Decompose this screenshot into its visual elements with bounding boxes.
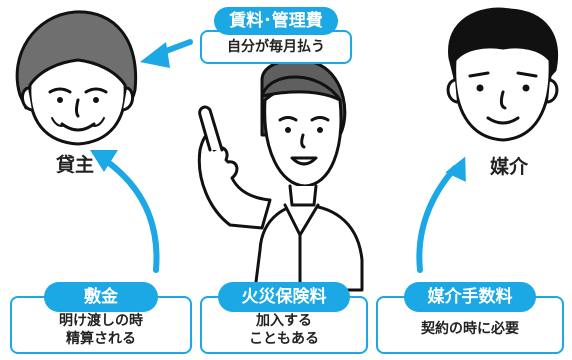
rent-title: 賃料･管理費 <box>214 7 338 35</box>
arrow-commission-to-agent <box>416 165 458 273</box>
arrowhead-commission <box>445 156 466 182</box>
commission-line-1: 契約の時に必要 <box>421 321 519 337</box>
tenant-illustration <box>197 50 364 292</box>
rent-note: 自分が毎月払う <box>227 39 325 55</box>
commission-title: 媒介手数料 <box>404 282 536 312</box>
arrowhead-deposit <box>90 150 118 172</box>
deposit-line-1: 明け渡しの時 <box>59 313 143 329</box>
insurance-line-2: こともある <box>249 331 319 347</box>
landlord-label: 貸主 <box>56 154 95 176</box>
arrowheads <box>90 42 466 182</box>
landlord-illustration <box>15 10 138 146</box>
arrow-deposit-to-landlord <box>102 157 160 273</box>
agent-label: 媒介 <box>490 156 529 178</box>
rent-box: 自分が毎月払う <box>200 30 352 64</box>
arrowhead-rent <box>140 42 170 68</box>
agent-illustration <box>446 7 559 142</box>
deposit-line-2: 精算される <box>66 331 136 347</box>
insurance-title: 火災保険料 <box>218 282 350 312</box>
deposit-title: 敷金 <box>44 282 158 312</box>
insurance-line-1: 加入する <box>256 313 312 329</box>
